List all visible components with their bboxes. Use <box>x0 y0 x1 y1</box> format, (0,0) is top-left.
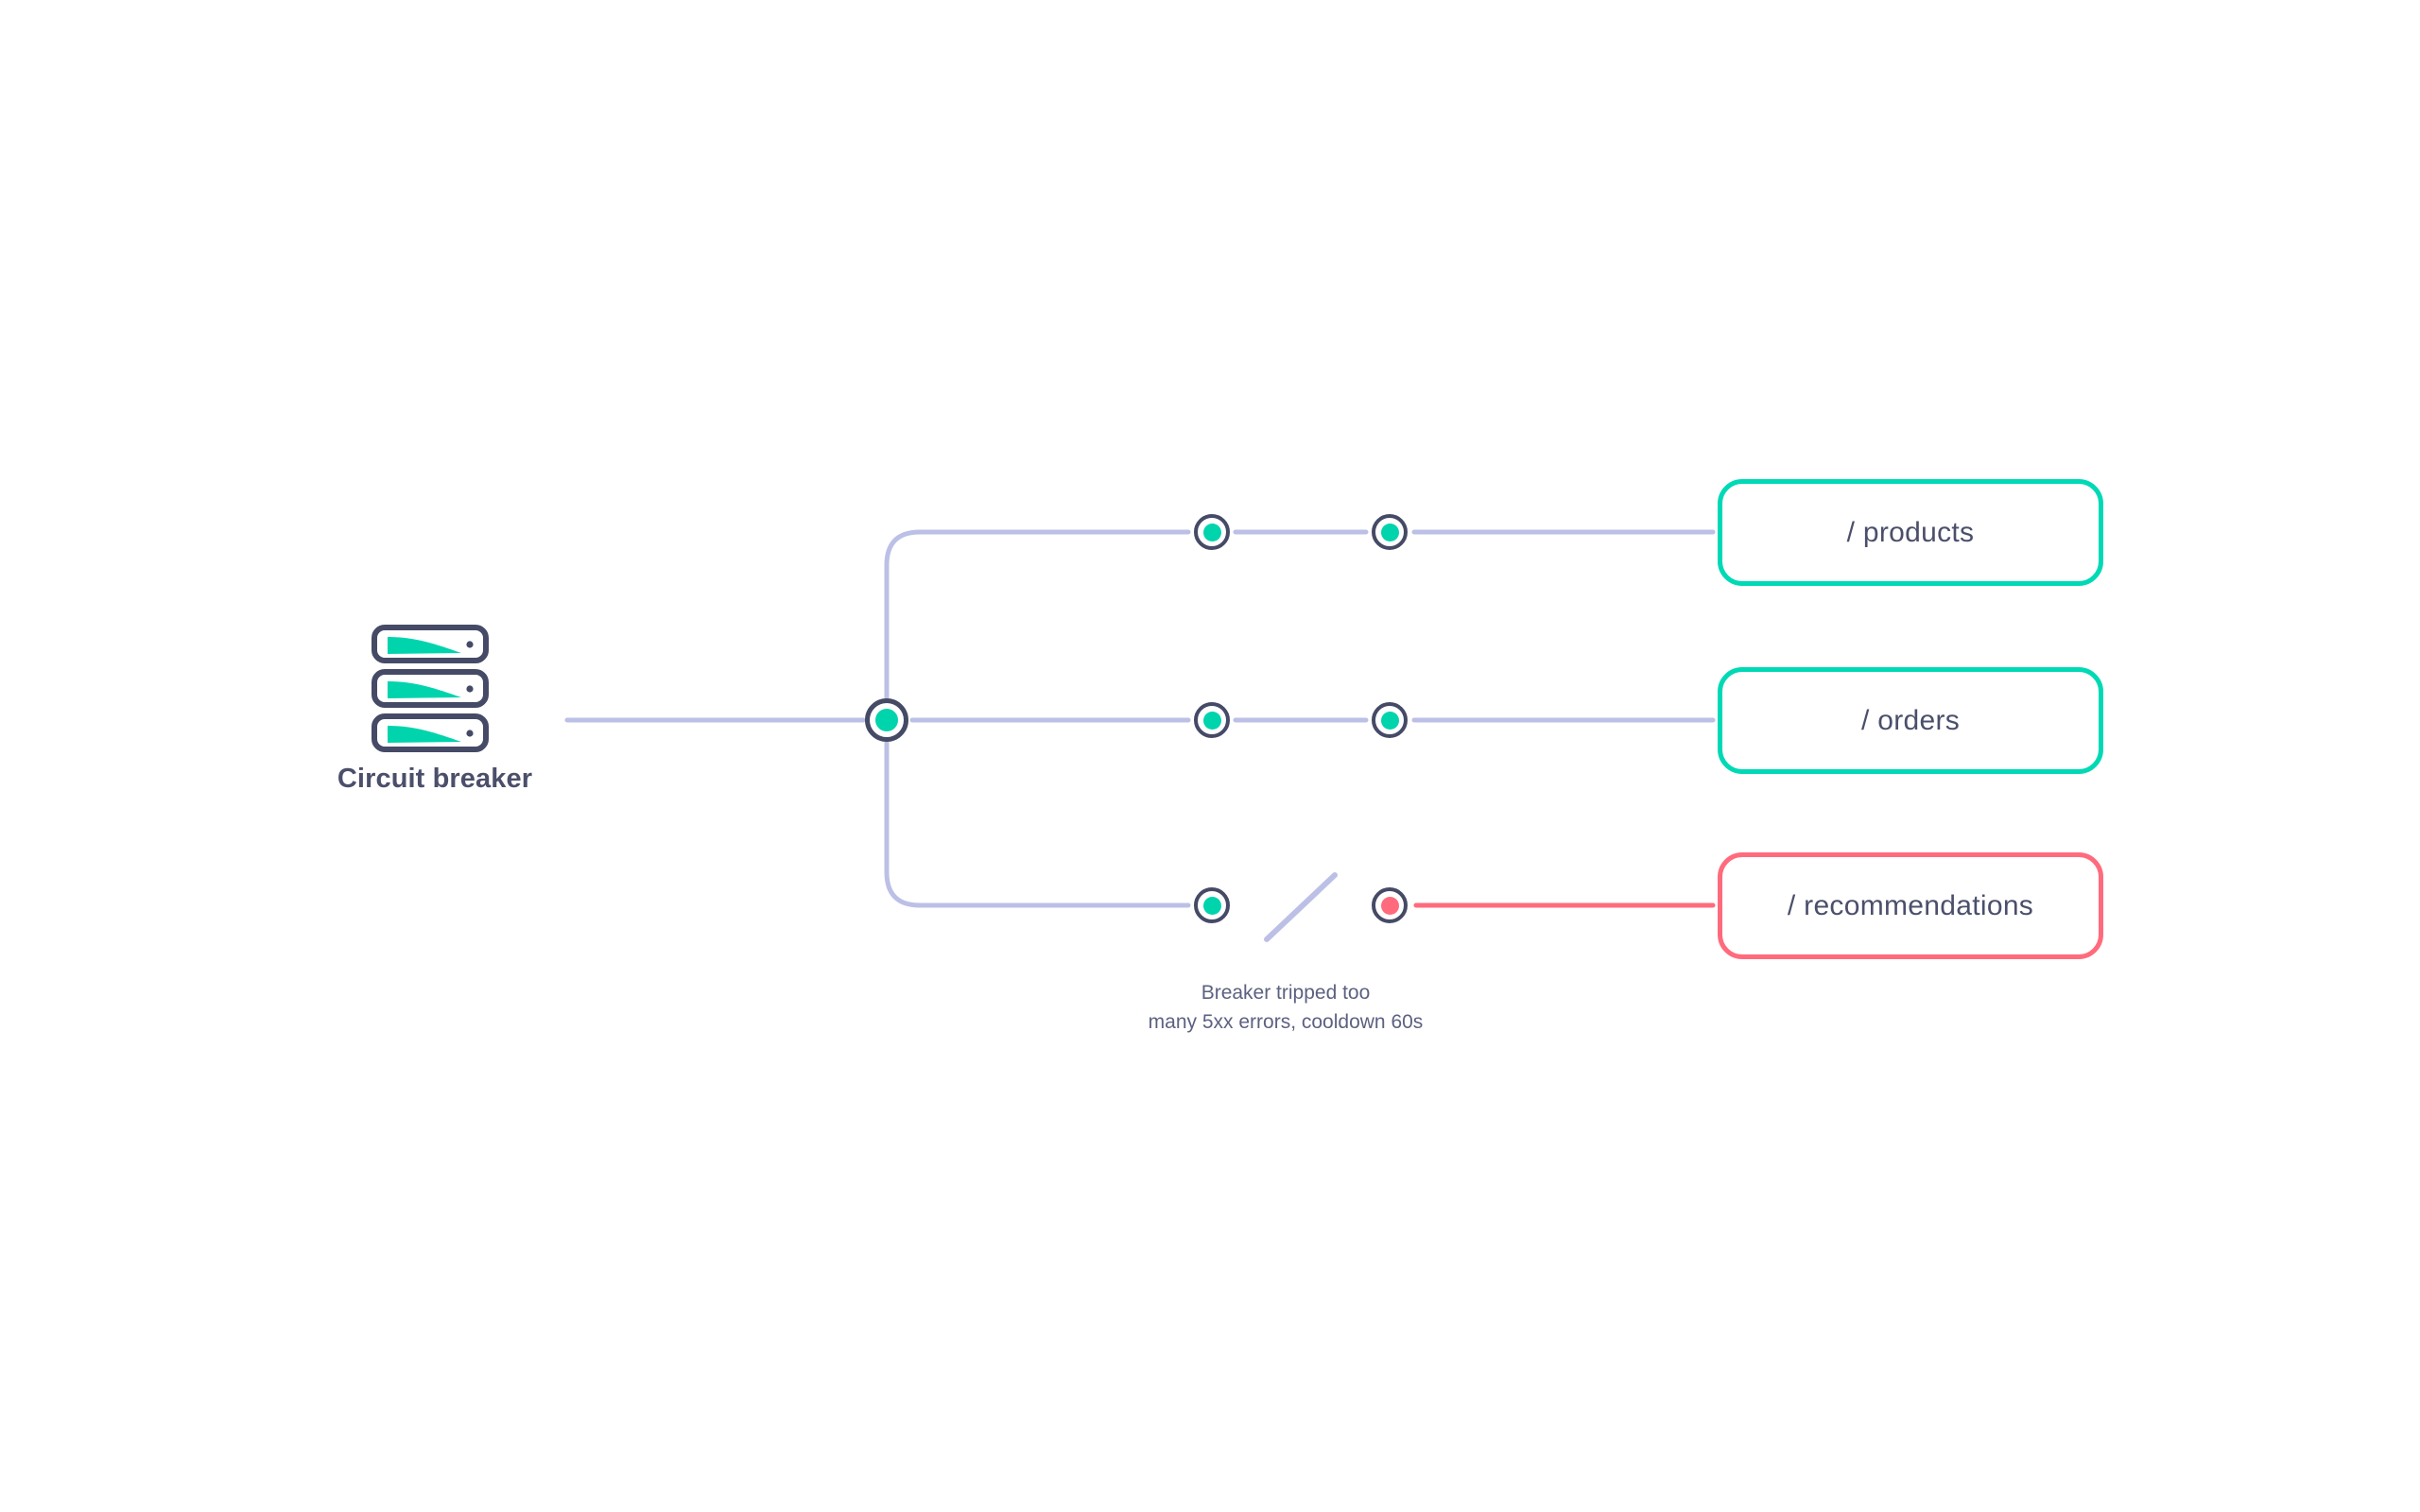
endpoint-box-recommendations[interactable]: / recommendations <box>1718 852 2103 959</box>
source-label: Circuit breaker <box>337 764 533 794</box>
breaker-tripped-annotation: Breaker tripped too many 5xx errors, coo… <box>1078 978 1494 1037</box>
server-stack-icon <box>372 625 489 752</box>
probe-node-core <box>1202 711 1221 730</box>
endpoint-label-products: / products <box>1846 516 1975 548</box>
probe-node-core <box>1380 523 1399 541</box>
link-hub-to-recommendations <box>884 740 1191 908</box>
probe-node-products-1[interactable] <box>1194 514 1230 550</box>
endpoint-box-products[interactable]: / products <box>1718 479 2103 586</box>
broken-link-slash-icon <box>1264 872 1338 942</box>
probe-node-core <box>1202 896 1221 915</box>
source-group: Circuit breaker <box>312 624 558 813</box>
endpoint-label-orders: / orders <box>1860 704 1961 736</box>
endpoint-box-orders[interactable]: / orders <box>1718 667 2103 774</box>
probe-node-core-failed <box>1380 896 1399 915</box>
circuit-breaker-hub-node[interactable] <box>865 698 908 742</box>
annotation-line-2: many 5xx errors, cooldown 60s <box>1148 1011 1424 1033</box>
annotation-line-1: Breaker tripped too <box>1201 982 1371 1004</box>
probe-node-orders-2[interactable] <box>1372 702 1408 738</box>
probe-node-recommendations-2[interactable] <box>1372 887 1408 923</box>
probe-node-products-2[interactable] <box>1372 514 1408 550</box>
probe-node-core <box>1202 523 1221 541</box>
link-hub-to-products <box>884 529 1191 701</box>
hub-node-core <box>875 709 898 731</box>
probe-node-core <box>1380 711 1399 730</box>
probe-node-recommendations-1[interactable] <box>1194 887 1230 923</box>
probe-node-orders-1[interactable] <box>1194 702 1230 738</box>
endpoint-label-recommendations: / recommendations <box>1787 889 2034 921</box>
